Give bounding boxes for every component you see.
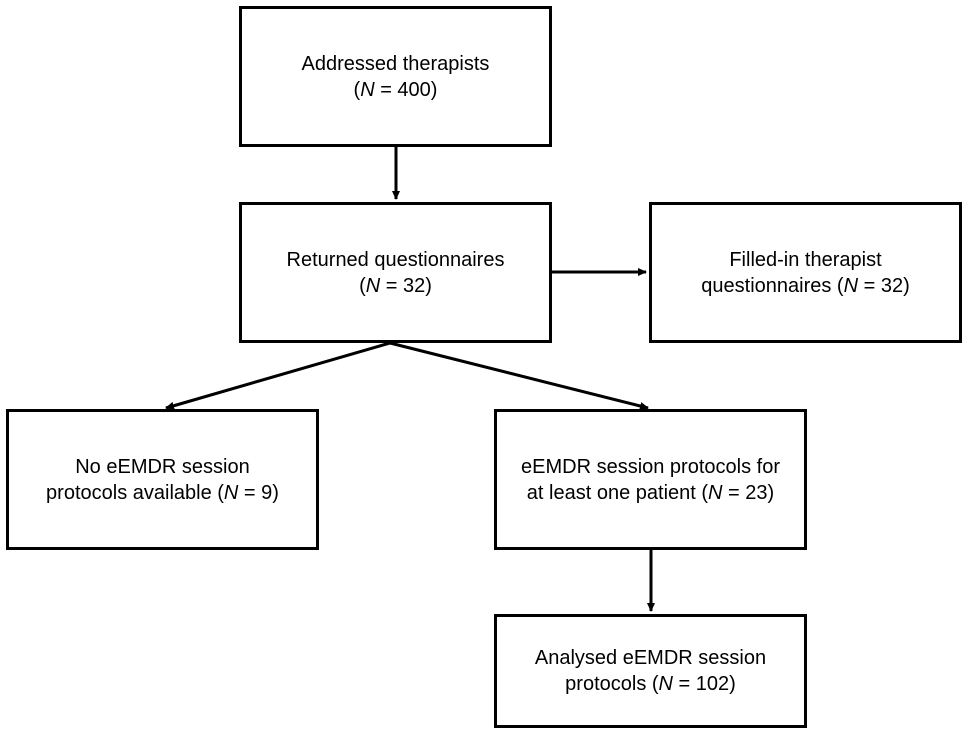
node-count: = 32) — [380, 274, 432, 297]
arrow-returned-to-noprot — [165, 341, 391, 410]
node-label-line2: at least one patient (N = 23) — [527, 480, 774, 506]
node-label-prefix: questionnaires ( — [701, 274, 844, 297]
node-eemdr-protocols-available: eEMDR session protocols for at least one… — [494, 409, 807, 550]
node-count: = 32) — [858, 274, 910, 297]
node-label-line1: No eEMDR session — [75, 455, 250, 478]
n-symbol: N — [365, 274, 381, 297]
node-count: = 9) — [238, 481, 279, 504]
node-label-line1: Filled-in therapist — [729, 248, 882, 271]
arrow-returned-to-eprot — [389, 341, 649, 410]
node-label-prefix: ( — [359, 274, 366, 297]
node-addressed-therapists: Addressed therapists (N = 400) — [239, 6, 552, 147]
node-count: = 102) — [673, 673, 736, 695]
node-label-line2: questionnaires (N = 32) — [701, 273, 909, 299]
n-symbol: N — [223, 481, 239, 504]
node-count: = 400) — [374, 78, 438, 101]
n-symbol: N — [843, 274, 859, 297]
node-label-prefix: at least one patient ( — [526, 481, 709, 504]
node-label-line1: Returned questionnaires — [286, 248, 505, 271]
node-count: = 23) — [722, 481, 775, 504]
n-symbol: N — [360, 78, 375, 101]
node-no-protocols-available: No eEMDR session protocols available (N … — [6, 409, 319, 550]
node-filled-in-questionnaires: Filled-in therapist questionnaires (N = … — [649, 202, 962, 343]
node-label-prefix: protocols ( — [565, 673, 659, 695]
node-returned-questionnaires: Returned questionnaires (N = 32) — [239, 202, 552, 343]
node-label-line1: eEMDR session protocols for — [521, 455, 780, 478]
node-label-line2: (N = 32) — [359, 273, 432, 299]
node-analysed-protocols: Analysed eEMDR session protocols (N = 10… — [494, 614, 807, 728]
node-label-prefix: protocols available ( — [46, 481, 224, 504]
node-label-line1: Addressed therapists — [301, 52, 490, 75]
n-symbol: N — [708, 481, 723, 504]
n-symbol: N — [658, 673, 673, 695]
node-label-prefix: ( — [353, 78, 361, 101]
node-label-line2: protocols (N = 102) — [565, 671, 736, 697]
node-label-line2: protocols available (N = 9) — [46, 480, 279, 506]
node-label-line1: Analysed eEMDR session — [534, 647, 767, 669]
node-label-line2: (N = 400) — [354, 77, 438, 103]
